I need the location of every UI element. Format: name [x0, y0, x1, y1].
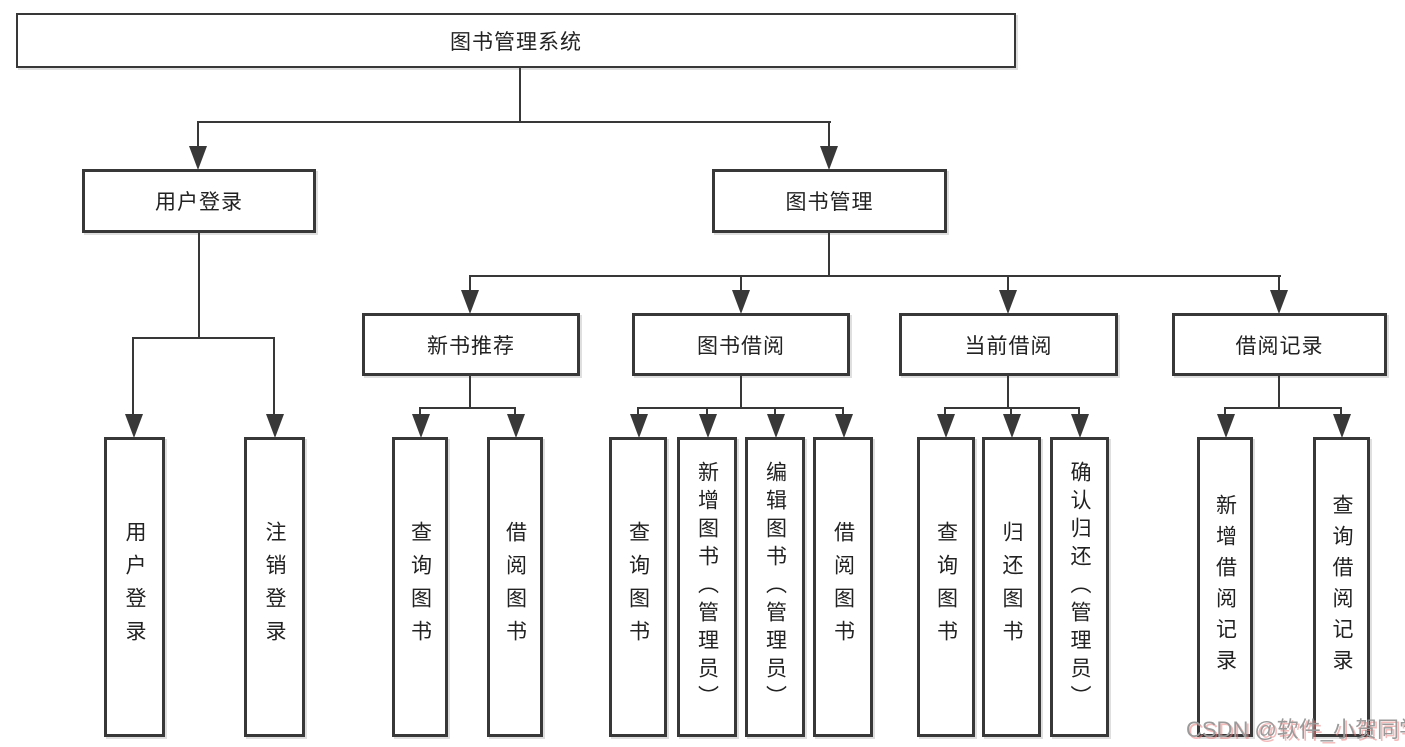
arrowhead-to-leaf-bb-borrow [835, 414, 853, 438]
node-new-book-recommend-label: 新书推荐 [427, 334, 515, 358]
arrowhead-to-leaf-user-login [125, 414, 143, 438]
connector-currentborrow-rail [945, 407, 1080, 409]
arrowhead-to-leaf-bb-edit [767, 414, 785, 438]
leaf-newbook-query-label: 查询图书 [408, 521, 432, 653]
leaf-borrow-add-admin-label: 新增图书（管理员） [695, 461, 719, 713]
leaf-record-add-label: 新增借阅记录 [1213, 494, 1237, 680]
leaf-newbook-query: 查询图书 [392, 437, 448, 737]
leaf-current-query: 查询图书 [917, 437, 975, 737]
arrowhead-to-leaf-logout [266, 414, 284, 438]
arrowhead-to-leaf-bb-query [630, 414, 648, 438]
connector-currentborrow-drop-2 [1010, 407, 1012, 417]
leaf-borrow-query: 查询图书 [609, 437, 667, 737]
connector-borrowrecord-drop-1 [1224, 407, 1226, 417]
arrowhead-to-current-borrow [999, 290, 1017, 314]
connector-userlogin-drop-2 [273, 337, 275, 417]
arrowhead-to-leaf-cb-return [1003, 414, 1021, 438]
arrowhead-to-leaf-cb-confirm [1071, 414, 1089, 438]
connector-currentborrow-drop-1 [944, 407, 946, 417]
connector-borrowrecord-stem [1278, 376, 1280, 409]
leaf-record-query: 查询借阅记录 [1313, 437, 1370, 737]
node-user-login: 用户登录 [82, 169, 316, 233]
arrowhead-to-leaf-nb-borrow [507, 414, 525, 438]
node-new-book-recommend: 新书推荐 [362, 313, 580, 376]
connector-root-rail [197, 121, 831, 123]
connector-newbook-drop-1 [419, 407, 421, 417]
arrowhead-to-book-management [820, 146, 838, 170]
node-current-borrow: 当前借阅 [899, 313, 1118, 376]
arrowhead-to-book-borrow [732, 290, 750, 314]
connector-bookmgmt-rail [470, 275, 1281, 277]
node-book-borrow: 图书借阅 [632, 313, 850, 376]
arrowhead-to-leaf-bb-add [699, 414, 717, 438]
leaf-user-login: 用户登录 [104, 437, 165, 737]
connector-newbook-stem [469, 376, 471, 409]
connector-bookmgmt-stem [828, 233, 830, 277]
leaf-current-confirm-admin: 确认归还（管理员） [1050, 437, 1109, 737]
connector-bookmgmt-drop-1 [469, 275, 471, 293]
leaf-borrow-borrow-label: 借阅图书 [831, 521, 855, 653]
leaf-current-query-label: 查询图书 [934, 521, 958, 653]
arrowhead-to-leaf-nb-query [412, 414, 430, 438]
node-book-borrow-label: 图书借阅 [697, 334, 785, 358]
node-user-login-label: 用户登录 [155, 191, 243, 214]
leaf-record-add: 新增借阅记录 [1197, 437, 1253, 737]
connector-bookborrow-drop-3 [774, 407, 776, 417]
csdn-watermark: CSDN @软件_小贺同学 [1186, 717, 1405, 742]
connector-userlogin-drop-1 [132, 337, 134, 417]
connector-bookmgmt-drop-4 [1278, 275, 1280, 293]
leaf-current-return: 归还图书 [982, 437, 1041, 737]
connector-bookborrow-rail [638, 407, 844, 409]
arrowhead-to-leaf-br-query [1333, 414, 1351, 438]
node-root-label: 图书管理系统 [450, 30, 582, 54]
arrowhead-to-borrow-record [1270, 290, 1288, 314]
node-current-borrow-label: 当前借阅 [964, 334, 1053, 358]
connector-root-right-drop [828, 121, 830, 148]
connector-currentborrow-stem [1007, 376, 1009, 409]
connector-currentborrow-drop-3 [1078, 407, 1080, 417]
connector-userlogin-stem [198, 233, 200, 339]
leaf-borrow-edit-admin-label: 编辑图书（管理员） [763, 461, 787, 713]
arrowhead-to-new-book [461, 290, 479, 314]
arrowhead-to-leaf-cb-query [937, 414, 955, 438]
connector-bookborrow-drop-2 [706, 407, 708, 417]
leaf-current-return-label: 归还图书 [1000, 521, 1023, 653]
node-borrow-record: 借阅记录 [1172, 313, 1387, 376]
leaf-borrow-borrow: 借阅图书 [813, 437, 873, 737]
leaf-borrow-query-label: 查询图书 [626, 521, 650, 653]
connector-newbook-rail [420, 407, 516, 409]
leaf-user-login-label: 用户登录 [123, 521, 146, 653]
node-borrow-record-label: 借阅记录 [1235, 334, 1324, 358]
connector-userlogin-rail [133, 337, 275, 339]
arrowhead-to-leaf-br-add [1217, 414, 1235, 438]
leaf-newbook-borrow: 借阅图书 [487, 437, 543, 737]
connector-root-left-drop [197, 121, 199, 148]
connector-bookborrow-drop-4 [842, 407, 844, 417]
leaf-record-query-label: 查询借阅记录 [1330, 494, 1353, 680]
connector-borrowrecord-drop-2 [1340, 407, 1342, 417]
connector-newbook-drop-2 [514, 407, 516, 417]
connector-root-stem [519, 67, 521, 123]
leaf-current-confirm-admin-label: 确认归还（管理员） [1068, 461, 1091, 713]
connector-bookmgmt-drop-2 [740, 275, 742, 293]
connector-bookborrow-drop-1 [637, 407, 639, 417]
leaf-newbook-borrow-label: 借阅图书 [503, 521, 527, 653]
connector-borrowrecord-rail [1225, 407, 1342, 409]
leaf-borrow-edit-admin: 编辑图书（管理员） [745, 437, 805, 737]
node-book-management: 图书管理 [712, 169, 947, 233]
node-book-management-label: 图书管理 [785, 191, 874, 214]
leaf-borrow-add-admin: 新增图书（管理员） [677, 437, 737, 737]
connector-bookborrow-stem [740, 376, 742, 409]
leaf-logout-label: 注销登录 [263, 521, 286, 653]
arrowhead-to-user-login [189, 146, 207, 170]
connector-bookmgmt-drop-3 [1007, 275, 1009, 293]
leaf-logout: 注销登录 [244, 437, 305, 737]
node-root: 图书管理系统 [16, 13, 1016, 68]
